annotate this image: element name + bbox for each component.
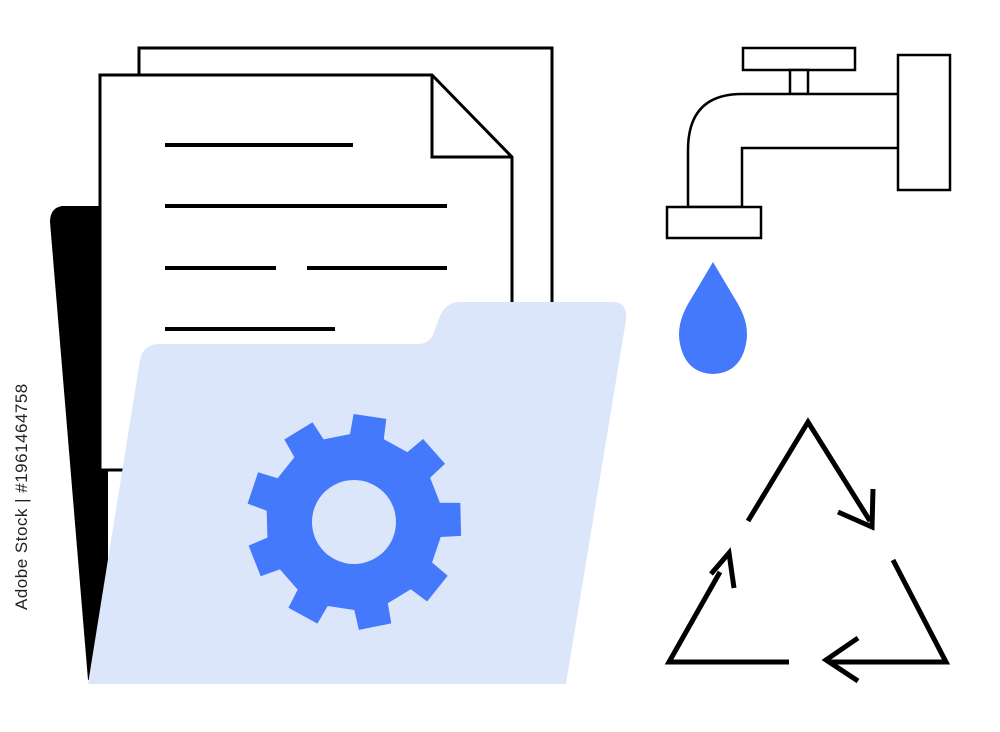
recycle-arrow-left (821, 635, 860, 684)
folder-icon (88, 302, 627, 684)
gear-icon (247, 414, 462, 630)
folder-back-icon (50, 206, 108, 680)
faucet-icon (665, 46, 952, 240)
recycle-arrow-up-left (709, 547, 737, 589)
water-drop-icon (679, 262, 747, 374)
gear-shape (247, 414, 462, 630)
recycle-arrow-right (836, 488, 876, 531)
watermark-id-text: Adobe Stock | #1961464758 (12, 383, 31, 610)
recycle-icon (664, 417, 951, 684)
document-text-lines (165, 143, 447, 331)
